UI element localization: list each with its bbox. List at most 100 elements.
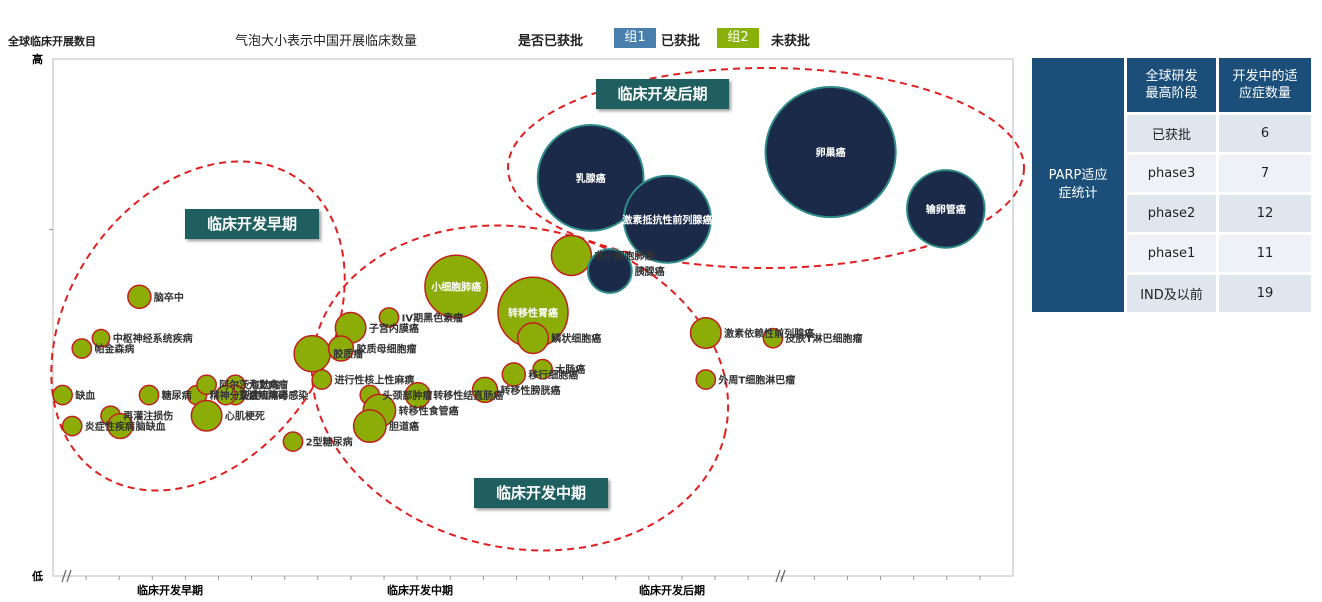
bubble-labels: 非小细胞肺癌小细胞肺癌转移性胃癌鳞状细胞癌大肠癌移行细胞癌转移性膀胱癌激素依赖性… [74, 146, 966, 449]
late-phase-ellipse [507, 67, 1025, 269]
approval-legend-title: 是否已获批 [518, 34, 584, 49]
table-row-stage: IND及以前 [1127, 275, 1216, 312]
bubble-point [550, 234, 593, 277]
table-row-stage: phase1 [1127, 235, 1216, 272]
bubble-point [138, 384, 160, 406]
bubble-point [91, 328, 111, 348]
bubble-point [352, 409, 387, 444]
phase-ellipses [50, 67, 1025, 552]
table-row-count: 11 [1219, 235, 1311, 272]
bubble-point [622, 174, 712, 264]
bubble-point [282, 431, 304, 452]
bubble-point [71, 338, 93, 359]
table-row-count: 19 [1219, 275, 1311, 312]
axis-layer: 高低临床开发早期临床开发中期临床开发后期 [31, 52, 981, 597]
mid-phase-ellipse [310, 224, 730, 552]
bubble-label: 转移性胃癌 [508, 306, 558, 319]
table-row-stage: phase3 [1127, 155, 1216, 192]
bubble-label: 转移性结直肠癌 [433, 389, 503, 402]
col2-header-line2: 应症数量 [1238, 86, 1291, 101]
side-label-line1: PARP适应 [1048, 168, 1108, 183]
bubble-point [378, 307, 400, 328]
bubble-point [906, 169, 986, 249]
bubble-label: 脑缺血 [136, 420, 166, 433]
bubble-point [127, 284, 152, 310]
col1-header-line1: 全球研发 [1145, 69, 1198, 84]
bubble-point [311, 369, 333, 390]
table-row-count: 7 [1219, 155, 1311, 192]
bubble-point [106, 412, 134, 440]
bubble-label: 再灌注损伤 [123, 410, 173, 423]
bubble-label: 非小细胞肺癌 [594, 249, 654, 262]
bubble-point [404, 381, 432, 409]
bubble-label: 胶质瘤 [333, 348, 363, 361]
x-category-label: 临床开发后期 [639, 583, 705, 597]
bubble-label: 胶质母细胞瘤 [356, 343, 416, 356]
bubble-point [762, 327, 784, 349]
bubble-label: 卵巢癌 [816, 146, 846, 159]
parp-stats-table: PARP适应 症统计 全球研发 最高阶段 开发中的适 应症数量 已获批 6 ph… [1032, 58, 1313, 314]
bubble-label: 鳞状细胞癌 [551, 332, 601, 345]
bubble-label: 转移性食管癌 [399, 405, 459, 418]
bubble-label: 大肠癌 [555, 363, 585, 376]
bubble-point [501, 362, 527, 387]
bubble-label: 认知障碍 [248, 389, 288, 402]
bubble-point [586, 248, 633, 294]
bubble-label: 头颈部肿瘤 [382, 389, 432, 402]
bubble-label: 糖尿病 [162, 389, 192, 402]
axis-break [61, 569, 67, 583]
bubble-label: 艾滋病病毒感染 [238, 389, 309, 402]
bubble-point [516, 322, 550, 355]
bubble-label: 胆道癌 [389, 420, 419, 433]
bubble-point [293, 334, 332, 373]
bubble-label: 进行性核上性麻痹 [334, 374, 414, 387]
bubble-label: 小细胞肺癌 [430, 280, 481, 293]
bubble-point [61, 415, 83, 437]
axis-break [775, 569, 781, 583]
bubble-point [764, 85, 897, 219]
bubble-label: 心肌梗死 [225, 410, 265, 423]
plot-frame [52, 58, 1014, 577]
bubble-label: 外周T细胞淋巴瘤 [717, 374, 795, 387]
column-header-stage: 全球研发 最高阶段 [1127, 58, 1216, 112]
bubble-label: 激素依赖性前列腺癌 [724, 327, 814, 340]
legend-group2-label: 未获批 [771, 34, 811, 49]
early-phase-ellipse [50, 160, 346, 492]
bubble-point [532, 358, 553, 380]
table-row-stage: phase2 [1127, 195, 1216, 232]
bubble-label: 缺血 [74, 389, 95, 402]
bubble-point [424, 254, 489, 319]
table-side-label: PARP适应 症统计 [1032, 58, 1124, 312]
bubble-label: 2型糖尿病 [306, 436, 353, 449]
y-tick-label: 低 [31, 569, 43, 583]
bubble-label: IV期黑色素瘤 [402, 312, 463, 325]
bubble-point [215, 384, 237, 406]
x-category-label: 临床开发中期 [387, 583, 453, 597]
side-label-line2: 症统计 [1058, 186, 1098, 201]
bubble-point [689, 316, 722, 350]
bubble-label: 中枢神经系统疾病 [113, 332, 193, 345]
bubble-layer [52, 85, 986, 452]
col1-header-line2: 最高阶段 [1145, 86, 1198, 101]
bubble-point [327, 335, 355, 362]
bubble-label: 胰腺癌 [635, 265, 665, 278]
axis-break [780, 569, 786, 583]
bubble-label: 激素抵抗性前列腺癌 [622, 213, 712, 226]
y-axis-title: 全球临床开展数目 [8, 35, 96, 48]
legend-group2-box: 组2 [717, 28, 759, 48]
bubble-point [695, 369, 717, 390]
phase-banner-early: 临床开发早期 [185, 209, 319, 239]
bubble-label: 乳腺癌 [576, 172, 606, 185]
bubble-label: 脑卒中 [154, 291, 184, 304]
bubble-label: 精神分裂症 [210, 389, 260, 402]
axis-break [66, 569, 72, 583]
phase-banner-mid: 临床开发中期 [474, 478, 608, 508]
y-tick-label: 高 [32, 52, 43, 66]
bubble-label: 转移性膀胱癌 [500, 384, 560, 397]
col2-header-line1: 开发中的适 [1232, 69, 1298, 84]
table-row-stage: 已获批 [1127, 115, 1216, 152]
table-row-count: 12 [1219, 195, 1311, 232]
bubble-label: 阿尔茨海默病 [219, 379, 279, 392]
phase-banner-late: 临床开发后期 [596, 79, 729, 109]
